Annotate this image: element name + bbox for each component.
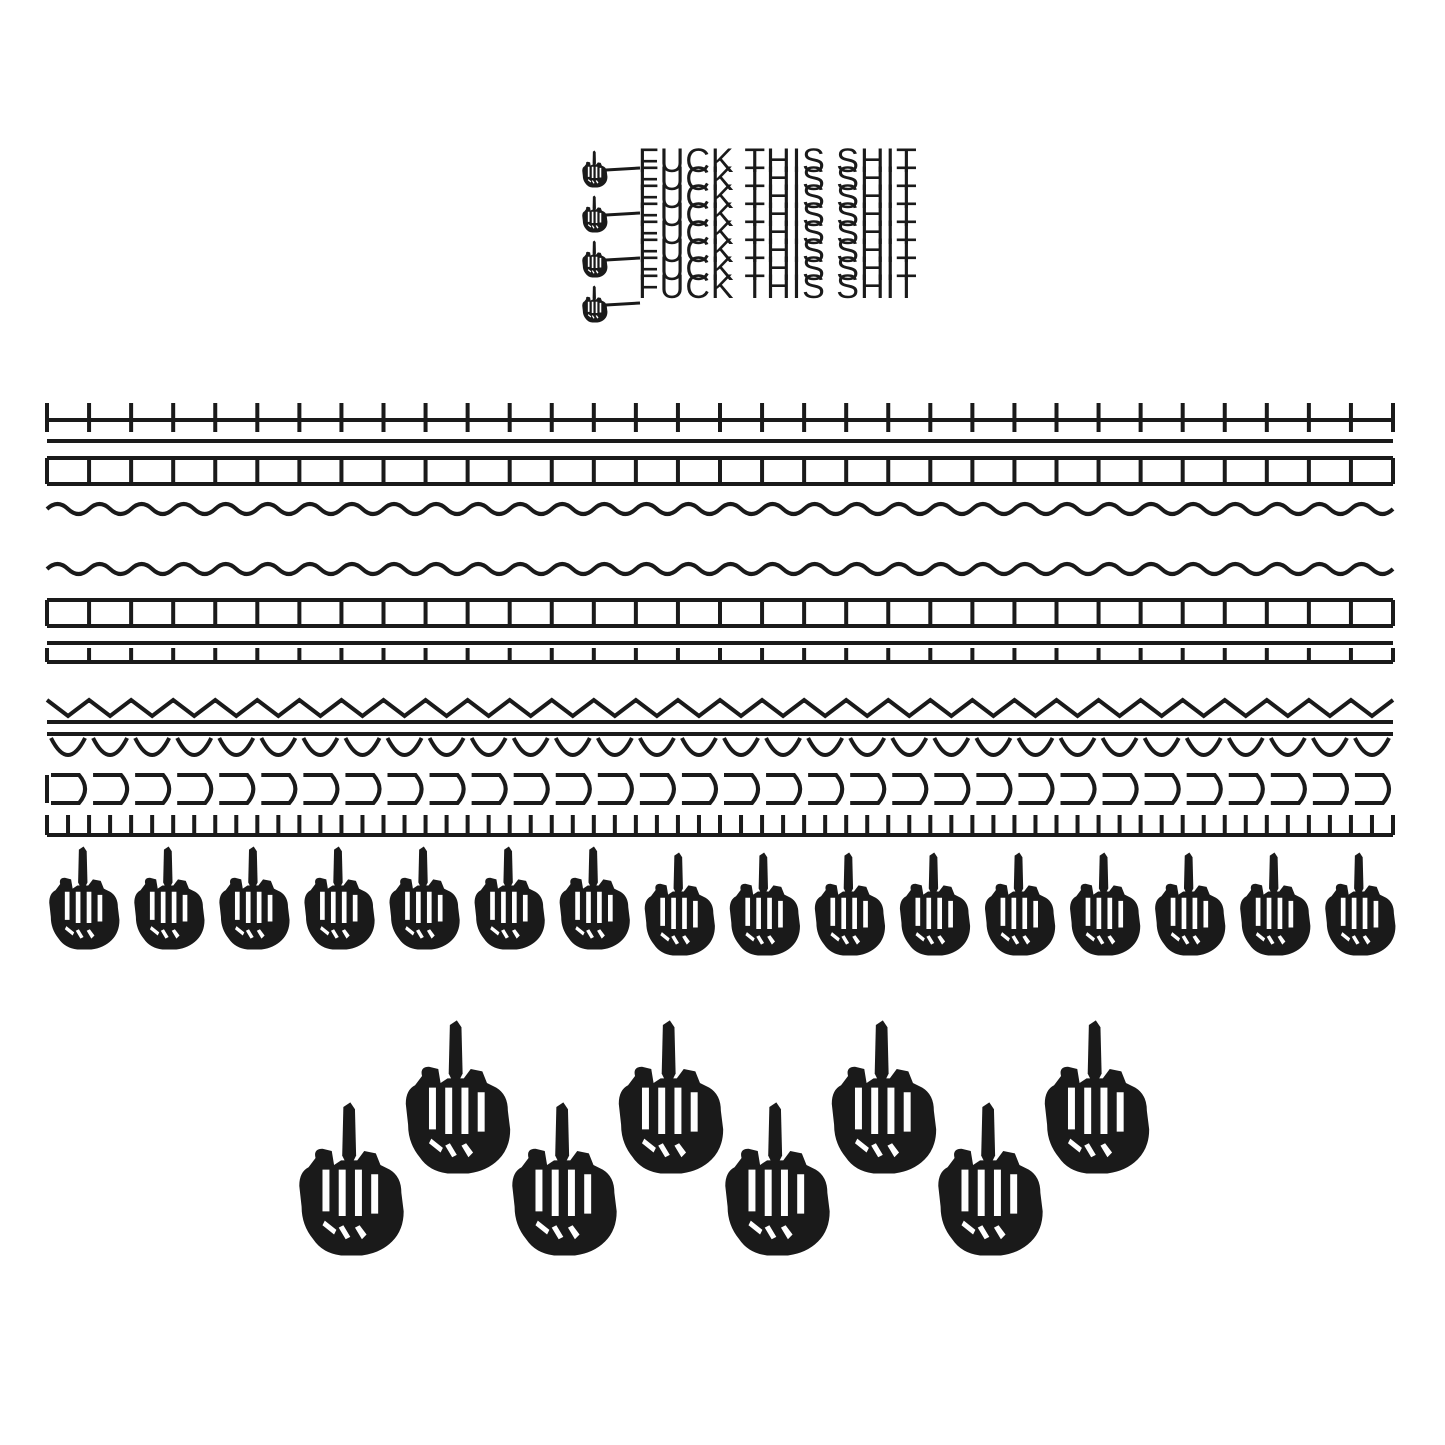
border-strip-u-cups [47,732,1393,757]
hand-pointer-line [605,256,641,262]
skeleton-middle-finger-icon [299,1102,404,1256]
small-icon-row [49,846,1396,956]
skeleton-middle-finger-icon [899,852,971,956]
border-strip-s-waves [45,502,1395,516]
skeleton-middle-finger-icon [1044,1020,1150,1174]
hand-pointer-line [605,301,641,307]
large-icon-group [299,1020,1150,1256]
text-line: FUCK THIS SHIT [638,178,918,216]
text-line: FUCK THIS SHIT [638,250,918,288]
text-line: FUCK THIS SHIT [638,214,918,252]
text-line: FUCK THIS SHIT [638,232,918,270]
skeleton-middle-finger-icon [405,1020,511,1174]
skeleton-middle-finger-icon [938,1102,1043,1256]
skeleton-middle-finger-icon [1155,852,1226,956]
border-strip-zigzag [45,697,1395,724]
skeleton-middle-finger-icon [474,846,545,950]
skeleton-middle-finger-icon [729,852,800,956]
hand-pointer-line [605,166,641,172]
small-hand-icon [582,240,608,278]
small-hand-icon [582,285,608,323]
skeleton-middle-finger-icon [1240,852,1311,956]
border-strip-s-waves [45,562,1395,576]
skeleton-middle-finger-icon [984,852,1056,956]
small-hand-icon [582,150,608,188]
skeleton-middle-finger-icon [814,852,886,956]
skeleton-middle-finger-icon [512,1102,617,1256]
skeleton-middle-finger-icon [1070,852,1141,956]
border-strip-t-ticks [45,403,1395,443]
skeleton-middle-finger-icon [219,846,290,950]
skeleton-middle-finger-icon [1325,852,1396,956]
hand-pointer-line [605,211,641,217]
small-hand-icon [582,195,608,233]
skeleton-middle-finger-icon [644,852,715,956]
border-strip-d-hooks [45,773,1391,805]
border-strip-brick-blocks [45,598,1395,628]
skeleton-middle-finger-icon [618,1020,724,1174]
skeleton-middle-finger-icon [134,846,205,950]
border-strips [45,403,1395,837]
border-strip-t-ticks [45,641,1395,664]
text-line: FUCK THIS SHIT [638,142,918,180]
skeleton-middle-finger-icon [389,846,460,950]
text-line: FUCK THIS SHIT [638,268,918,306]
text-line: FUCK THIS SHIT [638,160,918,198]
skeleton-middle-finger-icon [559,846,630,950]
skeleton-middle-finger-icon [304,846,375,950]
skeleton-middle-finger-icon [725,1102,830,1256]
border-strip-brick-blocks [45,456,1395,486]
border-strip-comb-ticks [45,815,1395,837]
skeleton-middle-finger-icon [831,1020,937,1174]
skeleton-middle-finger-icon [49,846,120,950]
text-line: FUCK THIS SHIT [638,196,918,234]
